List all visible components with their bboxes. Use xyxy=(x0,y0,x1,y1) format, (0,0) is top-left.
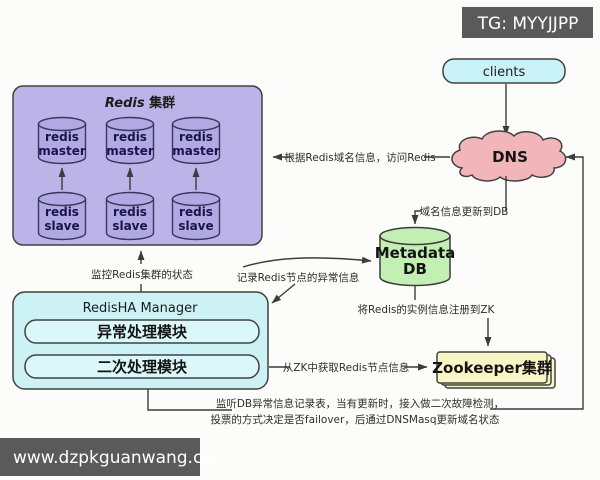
edge-label-record: 记录Redis节点的异常信息 xyxy=(237,271,360,284)
svg-text:DB: DB xyxy=(403,260,427,278)
clients-label: clients xyxy=(483,65,526,80)
svg-text:master: master xyxy=(38,144,86,158)
redis-slave-node: redis slave xyxy=(105,191,155,241)
svg-text:redis: redis xyxy=(113,130,147,144)
edge-label-update-db: 域名信息更新到DB xyxy=(420,205,509,218)
watermark-top-banner: TG: MYYJJPP xyxy=(462,7,593,38)
module-exception xyxy=(24,319,260,344)
edge-label-access-redis: 根据Redis域名信息，访问Redis xyxy=(284,151,435,164)
redis-cluster-title: Redis 集群 xyxy=(105,95,175,111)
module-secondary-label: 二次处理模块 xyxy=(97,358,188,376)
svg-text:master: master xyxy=(172,144,220,158)
metadata-db-node: Metadata DB xyxy=(375,226,456,287)
edge-label-failover-1: 监听DB异常信息记录表，当有更新时，接入做二次故障检测， xyxy=(216,397,504,410)
arrow-failover-to-dns xyxy=(490,153,584,410)
redis-master-node: redis master xyxy=(105,116,155,165)
watermark-bottom-label: www.dzpkguanwang.com xyxy=(13,448,229,468)
module-secondary xyxy=(24,354,260,379)
redis-slave-node: redis slave xyxy=(37,191,87,241)
arrow-failover-left xyxy=(147,389,232,411)
zookeeper-label: Zookeeper集群 xyxy=(432,359,552,377)
arrow-record-to-manager xyxy=(271,283,296,304)
svg-text:redis: redis xyxy=(113,205,147,219)
manager-title: RedisHA Manager xyxy=(83,301,199,316)
redis-slave-node: redis slave xyxy=(171,191,221,241)
zookeeper-node: Zookeeper集群 xyxy=(432,351,556,389)
svg-text:master: master xyxy=(106,144,154,158)
dns-cloud: DNS xyxy=(451,130,567,182)
dns-label: DNS xyxy=(492,148,528,166)
clients-node: clients xyxy=(442,58,566,84)
watermark-top-label: TG: MYYJJPP xyxy=(477,14,579,34)
arrow-record-to-db xyxy=(242,256,372,268)
edge-label-monitor: 监控Redis集群的状态 xyxy=(91,268,193,281)
redis-master-node: redis master xyxy=(171,116,221,165)
redisha-manager-box: RedisHA Manager 异常处理模块 二次处理模块 xyxy=(12,291,269,390)
svg-text:redis: redis xyxy=(179,130,213,144)
metadata-db-label: Metadata xyxy=(375,244,456,262)
watermark-bottom-banner: www.dzpkguanwang.com xyxy=(0,438,229,476)
svg-text:slave: slave xyxy=(178,219,213,233)
redis-cluster-box: Redis 集群 redis master redis master redis… xyxy=(12,85,263,246)
edge-label-fetch-zk: 从ZK中获取Redis节点信息 xyxy=(283,361,409,374)
redis-master-label: redis xyxy=(45,130,79,144)
svg-text:slave: slave xyxy=(112,219,147,233)
redis-slave-label: redis xyxy=(45,205,79,219)
module-exception-label: 异常处理模块 xyxy=(97,323,188,341)
edge-label-failover-2: 投票的方式决定是否failover，后通过DNSMasq更新域名状态 xyxy=(210,413,500,426)
edge-label-register-zk: 将Redis的实例信息注册到ZK xyxy=(358,303,496,316)
svg-text:slave: slave xyxy=(44,219,79,233)
svg-text:redis: redis xyxy=(179,205,213,219)
arrow-update-db xyxy=(411,210,421,225)
redis-master-node: redis master xyxy=(37,116,87,165)
